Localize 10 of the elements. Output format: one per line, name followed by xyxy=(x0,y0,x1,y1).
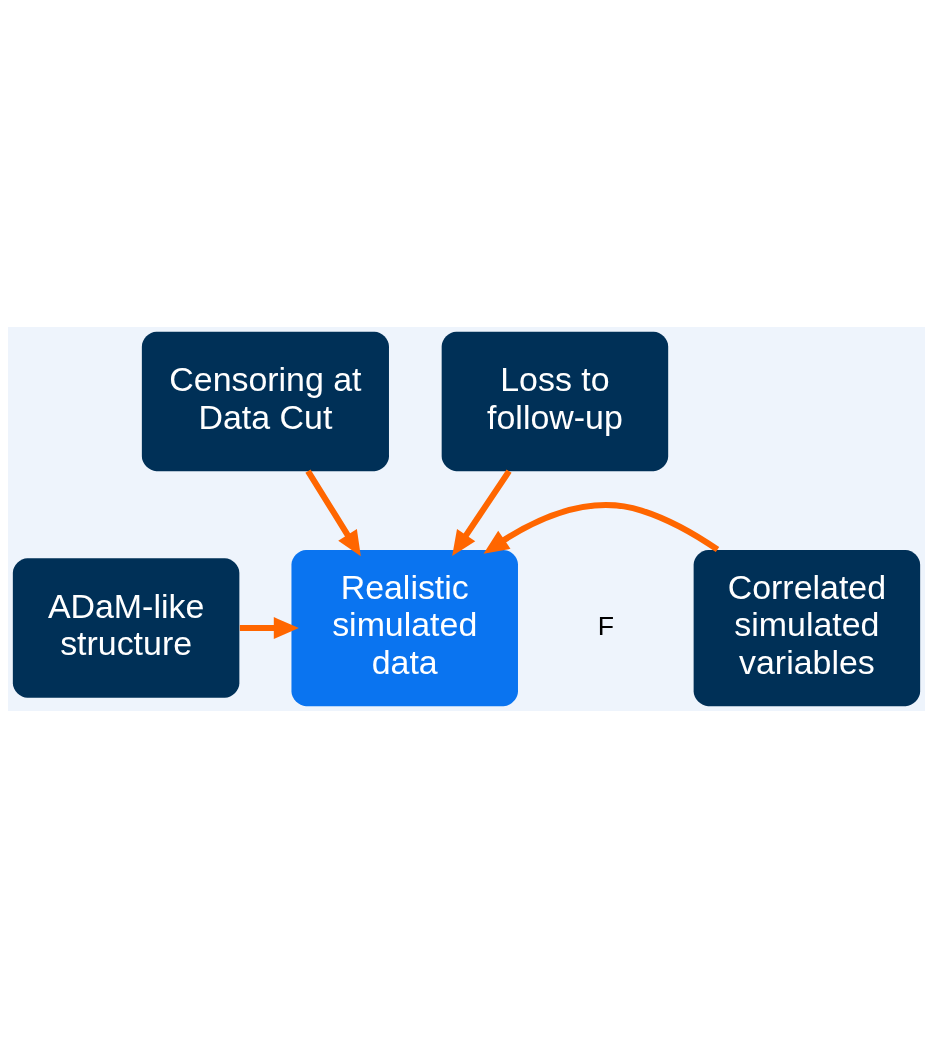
arrow xyxy=(305,469,361,557)
node-box: Realistic simulated data xyxy=(291,549,518,707)
node-box: Correlated simulated variables xyxy=(693,549,921,707)
node-box: Loss to follow-up xyxy=(441,331,669,472)
arrow xyxy=(483,502,720,554)
label: F xyxy=(597,610,614,641)
arrow xyxy=(239,617,299,639)
node-box: ADaM-like structure xyxy=(12,558,240,698)
node-box: Censoring at Data Cut xyxy=(141,331,389,472)
arrow xyxy=(452,469,512,557)
